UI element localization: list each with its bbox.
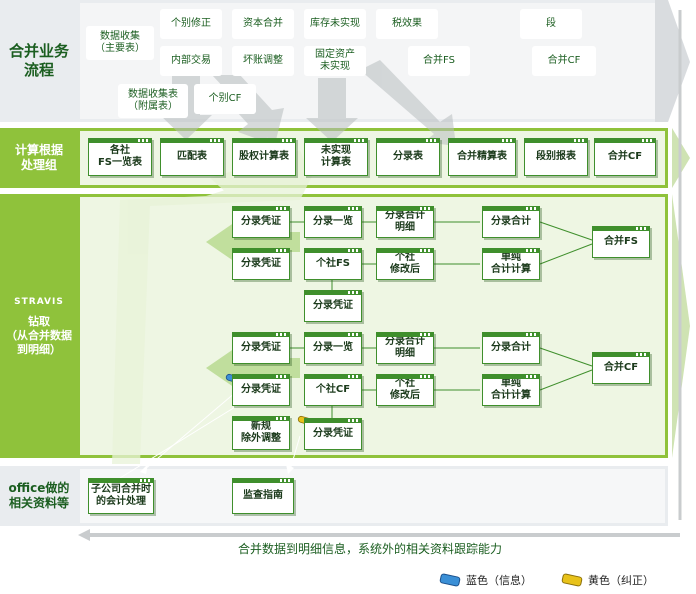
yellow-mark-icon xyxy=(561,573,583,587)
drill-voucher-2[interactable]: 分录凭证 xyxy=(232,248,290,280)
calc-box-segment[interactable]: 段别报表 xyxy=(524,138,588,176)
footer-caption: 合并数据到明细信息，系统外的相关资料跟踪能力 xyxy=(237,542,502,556)
drill-journal-list-1[interactable]: 分录一览 xyxy=(304,206,362,238)
drill-company-fs[interactable]: 个社FS xyxy=(304,248,362,280)
flow-tax: 税效果 xyxy=(376,9,438,39)
drill-total-detail-2[interactable]: 分录合计 明细 xyxy=(376,332,434,364)
legend-blue: 蓝色（信息） xyxy=(439,572,532,588)
flow-consol-cf: 合并CF xyxy=(532,46,596,76)
drill-company-modified-1[interactable]: 个社 修改后 xyxy=(376,248,434,280)
calc-box-fs-list[interactable]: 各社 FS一览表 xyxy=(88,138,152,176)
section-title-drill: STRAVIS 钻取 （从合并数据 到明细） xyxy=(6,297,72,356)
section-title-business-flow: 合并业务 流程 xyxy=(8,42,69,79)
calc-box-journal[interactable]: 分录表 xyxy=(376,138,440,176)
calc-box-equity[interactable]: 股权计算表 xyxy=(232,138,296,176)
office-audit-guide[interactable]: 监查指南 xyxy=(232,478,294,514)
drill-voucher-1[interactable]: 分录凭证 xyxy=(232,206,290,238)
flow-collect-main: 数据收集 （主要表） xyxy=(86,26,154,60)
flow-inventory: 库存未实现 xyxy=(304,9,366,39)
drill-voucher-6[interactable]: 分录凭证 xyxy=(304,418,362,450)
drill-journal-list-2[interactable]: 分录一览 xyxy=(304,332,362,364)
drill-total-detail-1[interactable]: 分录合计 明细 xyxy=(376,206,434,238)
drill-voucher-3[interactable]: 分录凭证 xyxy=(304,290,362,322)
legend-yellow: 黄色（纠正） xyxy=(561,572,654,588)
flow-indiv-cf: 个别CF xyxy=(194,84,256,114)
drill-simple-total-1[interactable]: 单纯 合计计算 xyxy=(482,248,540,280)
calc-box-unrealized[interactable]: 未实现 计算表 xyxy=(304,138,368,176)
calc-box-consol-cf[interactable]: 合并CF xyxy=(594,138,656,176)
flow-fixed-asset: 固定资产 未实现 xyxy=(304,46,366,76)
drill-total-2[interactable]: 分录合计 xyxy=(482,332,540,364)
drill-simple-total-2[interactable]: 单纯 合计计算 xyxy=(482,374,540,406)
flow-baddebt: 坏账调整 xyxy=(232,46,294,76)
flow-indiv-adjust: 个别修正 xyxy=(160,9,222,39)
drill-area xyxy=(80,197,665,455)
office-area xyxy=(80,469,665,523)
flow-collect-sub: 数据收集表 （附属表） xyxy=(118,84,188,118)
flow-consol-fs: 合并FS xyxy=(408,46,470,76)
blue-mark-icon xyxy=(439,573,461,587)
stravis-logo: STRAVIS xyxy=(14,297,64,307)
office-subsidiary-accounting[interactable]: 子公司合并时 的会计处理 xyxy=(88,478,154,514)
flow-internal: 内部交易 xyxy=(160,46,222,76)
drill-voucher-5[interactable]: 分录凭证 xyxy=(232,374,290,406)
drill-new-exclusion[interactable]: 新规 除外调整 xyxy=(232,416,290,450)
drill-consol-cf[interactable]: 合并CF xyxy=(592,352,650,384)
calc-box-matching[interactable]: 匹配表 xyxy=(160,138,224,176)
drill-voucher-4[interactable]: 分录凭证 xyxy=(232,332,290,364)
drill-total-1[interactable]: 分录合计 xyxy=(482,206,540,238)
section-title-calc-group: 计算根据 处理组 xyxy=(14,143,63,172)
flow-segment: 段 xyxy=(520,9,582,39)
drill-company-modified-2[interactable]: 个社 修改后 xyxy=(376,374,434,406)
drill-consol-fs[interactable]: 合并FS xyxy=(592,226,650,258)
flow-capital: 资本合并 xyxy=(232,9,294,39)
section-title-office: office做的 相关资料等 xyxy=(8,481,70,510)
drill-company-cf[interactable]: 个社CF xyxy=(304,374,362,406)
calc-box-worksheet[interactable]: 合并精算表 xyxy=(448,138,516,176)
